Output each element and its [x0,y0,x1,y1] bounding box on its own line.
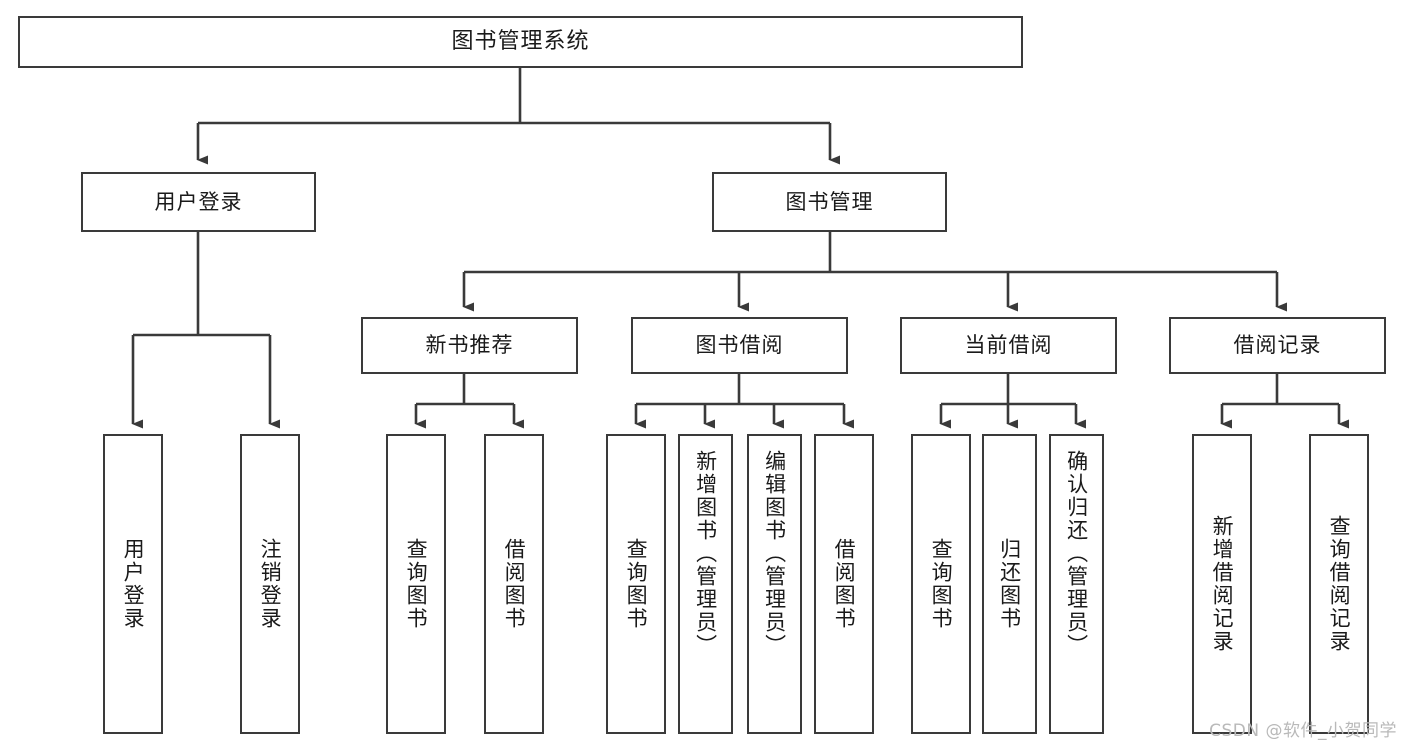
csdn-watermark: CSDN @软件_小贺同学 [1209,721,1397,741]
node-leaf-query-book-2[interactable]: 查询图书 [606,434,666,734]
node-leaf-edit-book[interactable]: 编辑图书（管理员） [747,434,802,734]
node-current-borrow[interactable]: 当前借阅 [900,317,1117,374]
node-leaf-user-login[interactable]: 用户登录 [103,434,163,734]
node-book-borrow[interactable]: 图书借阅 [631,317,848,374]
node-leaf-query-book-3[interactable]: 查询图书 [911,434,971,734]
node-leaf-borrow-book-1-label: 借阅图书 [502,538,527,630]
node-leaf-borrow-book-2-label: 借阅图书 [832,538,857,630]
node-leaf-logout-login-label: 注销登录 [258,538,283,630]
node-leaf-return-book-label: 归还图书 [997,538,1022,630]
node-leaf-query-record[interactable]: 查询借阅记录 [1309,434,1369,734]
node-leaf-query-book-1[interactable]: 查询图书 [386,434,446,734]
node-leaf-add-book-label: 新增图书（管理员） [693,450,718,657]
node-leaf-edit-book-label: 编辑图书（管理员） [762,450,787,657]
node-user-login[interactable]: 用户登录 [81,172,316,232]
node-borrow-record-label: 借阅记录 [1233,333,1322,358]
node-book-borrow-label: 图书借阅 [695,333,784,358]
node-leaf-borrow-book-1[interactable]: 借阅图书 [484,434,544,734]
node-leaf-query-record-label: 查询借阅记录 [1327,515,1352,653]
node-new-book-rec-label: 新书推荐 [425,333,514,358]
node-user-login-label: 用户登录 [154,189,243,214]
node-leaf-confirm-return[interactable]: 确认归还（管理员） [1049,434,1104,734]
node-root-book-management-system[interactable]: 图书管理系统 [18,16,1023,68]
node-leaf-user-login-label: 用户登录 [121,538,146,630]
node-leaf-add-book[interactable]: 新增图书（管理员） [678,434,733,734]
node-book-manage[interactable]: 图书管理 [712,172,947,232]
node-new-book-rec[interactable]: 新书推荐 [361,317,578,374]
node-leaf-borrow-book-2[interactable]: 借阅图书 [814,434,874,734]
node-book-manage-label: 图书管理 [785,189,874,214]
node-borrow-record[interactable]: 借阅记录 [1169,317,1386,374]
node-leaf-confirm-return-label: 确认归还（管理员） [1064,450,1089,657]
node-current-borrow-label: 当前借阅 [964,333,1053,358]
node-leaf-query-book-1-label: 查询图书 [404,538,429,630]
node-leaf-return-book[interactable]: 归还图书 [982,434,1037,734]
node-leaf-add-record[interactable]: 新增借阅记录 [1192,434,1252,734]
node-leaf-query-book-2-label: 查询图书 [624,538,649,630]
node-leaf-add-record-label: 新增借阅记录 [1210,515,1235,653]
node-leaf-logout-login[interactable]: 注销登录 [240,434,300,734]
node-root-label: 图书管理系统 [451,29,590,55]
node-leaf-query-book-3-label: 查询图书 [929,538,954,630]
